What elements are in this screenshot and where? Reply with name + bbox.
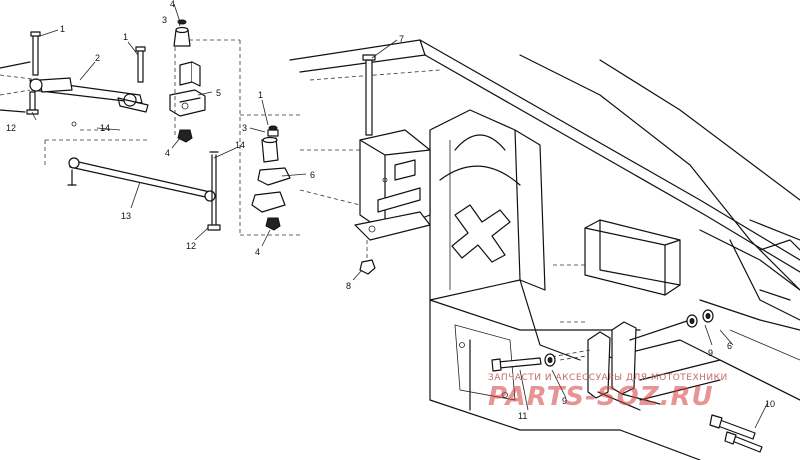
main-mounting-bracket <box>299 129 431 241</box>
clamp-assembly-5 <box>169 39 240 135</box>
washer-9-upper <box>686 309 714 328</box>
callout-5: 5 <box>216 88 221 98</box>
callout-4: 4 <box>165 148 170 158</box>
callout-3: 3 <box>162 15 167 25</box>
watermark-caption: ЗАПЧАСТИ И АКСЕССУАРЫ ДЛЯ МОТОТЕХНИКИ <box>488 373 728 383</box>
callout-1: 1 <box>258 90 263 100</box>
watermark-logo: PARTS-SOZ.RU <box>488 382 714 412</box>
side-block-component <box>553 219 681 296</box>
callout-2: 2 <box>95 53 100 63</box>
callout-1: 1 <box>60 24 65 34</box>
callout-9: 9 <box>562 396 567 406</box>
bolt-1-middle <box>135 46 146 83</box>
linkage-rod-lower <box>44 121 216 202</box>
callout-12: 12 <box>6 123 16 133</box>
site-watermark: ЗАПЧАСТИ И АКСЕССУАРЫ ДЛЯ МОТОТЕХНИКИ PA… <box>488 373 728 412</box>
callout-10: 10 <box>765 399 775 409</box>
nut-4-upper <box>177 129 193 143</box>
bolt-1-left <box>30 31 41 76</box>
callout-4: 4 <box>255 247 260 257</box>
washer-9-lower <box>544 353 556 367</box>
bolt-7 <box>362 54 376 136</box>
linkage-rod-upper <box>0 61 149 113</box>
pin-14-lower <box>207 151 221 231</box>
callout-6: 6 <box>727 341 732 351</box>
cap-3-middle <box>267 125 279 137</box>
callout-leader-lines <box>31 3 769 429</box>
mounting-clip-brackets <box>559 319 691 411</box>
callout-12: 12 <box>186 241 196 251</box>
cap-3-upper <box>173 19 191 47</box>
callout-13: 13 <box>121 211 131 221</box>
callout-8: 8 <box>346 281 351 291</box>
callout-numbers: 1 2 1 4 3 5 12 14 4 1 3 14 6 13 12 4 7 8… <box>6 0 775 421</box>
callout-11: 11 <box>518 411 527 421</box>
callout-1: 1 <box>123 32 128 42</box>
clamp-assembly-6 <box>239 40 300 236</box>
callout-7: 7 <box>399 34 404 44</box>
callout-14: 14 <box>100 123 110 133</box>
nut-8 <box>359 240 376 275</box>
callout-4: 4 <box>170 0 175 9</box>
pin-12-left <box>26 91 39 115</box>
callout-9: 9 <box>708 348 713 358</box>
callout-3: 3 <box>242 123 247 133</box>
bolt-11 <box>491 349 591 372</box>
nut-4-lower <box>265 217 281 231</box>
callout-6: 6 <box>310 170 315 180</box>
vehicle-body-panel <box>289 39 800 460</box>
bolts-10 <box>709 414 763 453</box>
callout-14: 14 <box>235 140 245 150</box>
